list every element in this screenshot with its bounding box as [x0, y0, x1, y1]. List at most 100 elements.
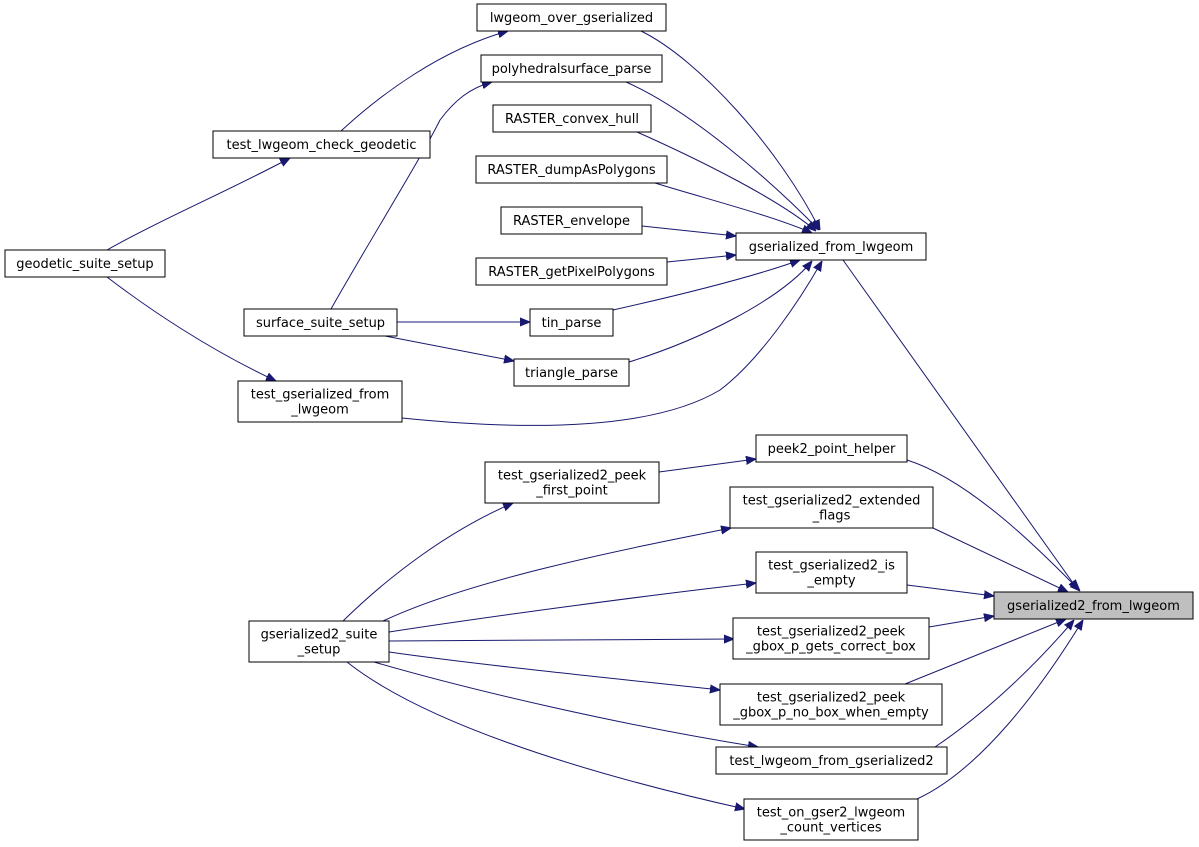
node-box [500, 206, 643, 235]
edge-RASTER_envelope-to-gserialized_from_lwgeom [641, 225, 736, 236]
edge-RASTER_convex_hull-to-gserialized_from_lwgeom [636, 131, 816, 231]
edge-triangle_parse-to-gserialized_from_lwgeom [628, 261, 812, 363]
node-gserialized_from_lwgeom[interactable]: gserialized_from_lwgeom [735, 232, 927, 261]
node-lwgeom_over_gserialized[interactable]: lwgeom_over_gserialized [476, 3, 667, 32]
node-box [993, 591, 1194, 620]
node-box [735, 232, 927, 261]
node-label: test_on_gser2_lwgeom [757, 806, 905, 821]
node-label: _setup [297, 643, 341, 658]
node-label: _count_vertices [779, 821, 882, 836]
edge-gserialized2_suite_setup-to-test_lwgeom_from_gserialized2 [373, 661, 758, 747]
node-tin_parse[interactable]: tin_parse [529, 308, 614, 337]
edge-gserialized2_suite_setup-to-test_gserialized2_extended_flags [382, 528, 731, 622]
node-label: _lwgeom [290, 403, 349, 418]
node-box [719, 683, 943, 726]
node-box [732, 617, 930, 660]
node-label: test_gserialized2_is [768, 559, 895, 574]
node-box [480, 54, 663, 83]
node-box [729, 486, 934, 529]
node-label: geodetic_suite_setup [16, 257, 153, 272]
node-box [237, 380, 403, 423]
edge-gserialized2_suite_setup-to-test_gserialized2_peek_gbox_p_gets_correct_box [388, 639, 734, 641]
node-test_gserialized_from_lwgeom[interactable]: test_gserialized_from_lwgeom [237, 380, 403, 423]
edge-surface_suite_setup-to-triangle_parse [384, 335, 514, 361]
node-test_gserialized2_is_empty[interactable]: test_gserialized2_is_empty [755, 551, 908, 594]
edge-test_gserialized2_peek_first_point-to-peek2_point_helper [658, 459, 756, 473]
node-box [755, 551, 908, 594]
node-box [475, 257, 668, 286]
edge-test_lwgeom_from_gserialized2-to-gserialized2_from_lwgeom [934, 620, 1074, 748]
edge-test_on_gser2_lwgeom_count_vertices-to-gserialized2_from_lwgeom [916, 620, 1083, 800]
node-label: lwgeom_over_gserialized [490, 11, 653, 26]
edge-gserialized2_suite_setup-to-test_gserialized2_is_empty [388, 583, 756, 633]
edge-RASTER_dumpAsPolygons-to-gserialized_from_lwgeom [654, 182, 812, 233]
node-box [248, 620, 390, 663]
node-peek2_point_helper[interactable]: peek2_point_helper [755, 434, 908, 463]
edge-test_gserialized2_peek_gbox_p_no_box_when_empty-to-gserialized2_from_lwgeom [904, 619, 1066, 685]
node-box [715, 746, 948, 775]
node-label: triangle_parse [525, 366, 618, 381]
edge-gserialized2_suite_setup-to-test_gserialized2_peek_gbox_p_no_box_when_empty [388, 651, 720, 690]
node-test_gserialized2_peek_first_point[interactable]: test_gserialized2_peek_first_point [484, 461, 660, 504]
edge-RASTER_getPixelPolygons-to-gserialized_from_lwgeom [666, 255, 736, 263]
node-box [475, 155, 668, 184]
edge-surface_suite_setup-to-polyhedralsurface_parse [330, 82, 492, 310]
node-test_on_gser2_lwgeom_count_vertices[interactable]: test_on_gser2_lwgeom_count_vertices [743, 798, 919, 841]
node-surface_suite_setup[interactable]: surface_suite_setup [243, 308, 398, 337]
edge-lwgeom_over_gserialized-to-gserialized_from_lwgeom [640, 30, 820, 230]
node-gserialized2_suite_setup[interactable]: gserialized2_suite_setup [248, 620, 390, 663]
edge-gserialized_from_lwgeom-to-gserialized2_from_lwgeom [842, 259, 1078, 590]
node-RASTER_convex_hull[interactable]: RASTER_convex_hull [492, 104, 652, 133]
node-test_gserialized2_extended_flags[interactable]: test_gserialized2_extended_flags [729, 486, 934, 529]
node-label: peek2_point_helper [768, 442, 896, 457]
nodes-layer: gserialized2_from_lwgeom lwgeom_over_gser… [4, 3, 1194, 841]
node-label: polyhedralsurface_parse [492, 62, 652, 77]
node-label: test_gserialized2_peek [757, 691, 906, 706]
edge-test_gserialized2_extended_flags-to-gserialized2_from_lwgeom [932, 527, 1068, 592]
node-RASTER_envelope[interactable]: RASTER_envelope [500, 206, 643, 235]
node-label: test_lwgeom_check_geodetic [227, 138, 417, 153]
node-label: gserialized2_from_lwgeom [1007, 599, 1180, 614]
node-label: _first_point [535, 484, 608, 499]
node-box [243, 308, 398, 337]
node-label: _gbox_p_gets_correct_box [745, 640, 916, 655]
node-box [484, 461, 660, 504]
node-label: test_lwgeom_from_gserialized2 [729, 754, 933, 769]
edge-polyhedralsurface_parse-to-gserialized_from_lwgeom [625, 81, 819, 230]
node-test_lwgeom_check_geodetic[interactable]: test_lwgeom_check_geodetic [212, 130, 431, 159]
edge-test_gserialized2_peek_gbox_p_gets_correct_box-to-gserialized2_from_lwgeom [928, 616, 994, 628]
node-RASTER_getPixelPolygons[interactable]: RASTER_getPixelPolygons [475, 257, 668, 286]
node-box [492, 104, 652, 133]
node-label: tin_parse [542, 316, 602, 331]
node-label: _flags [812, 509, 851, 524]
node-label: gserialized2_suite [261, 628, 378, 643]
node-box [212, 130, 431, 159]
node-label: _gbox_p_no_box_when_empty [732, 706, 929, 721]
node-box [529, 308, 614, 337]
edge-tin_parse-to-gserialized_from_lwgeom [612, 260, 800, 311]
node-triangle_parse[interactable]: triangle_parse [513, 358, 630, 387]
node-RASTER_dumpAsPolygons[interactable]: RASTER_dumpAsPolygons [475, 155, 668, 184]
node-label: test_gserialized_from [251, 388, 389, 403]
edge-gserialized2_suite_setup-to-test_on_gser2_lwgeom_count_vertices [346, 661, 745, 809]
node-polyhedralsurface_parse[interactable]: polyhedralsurface_parse [480, 54, 663, 83]
edge-test_gserialized_from_lwgeom-to-gserialized_from_lwgeom [401, 261, 822, 426]
node-label: gserialized_from_lwgeom [749, 240, 914, 255]
edge-peek2_point_helper-to-gserialized2_from_lwgeom [906, 459, 1080, 591]
edge-test_gserialized2_is_empty-to-gserialized2_from_lwgeom [906, 584, 994, 596]
edge-gserialized2_suite_setup-to-test_gserialized2_peek_first_point [342, 503, 513, 622]
node-test_lwgeom_from_gserialized2[interactable]: test_lwgeom_from_gserialized2 [715, 746, 948, 775]
edge-geodetic_suite_setup-to-test_gserialized_from_lwgeom [106, 276, 276, 381]
node-box [755, 434, 908, 463]
node-gserialized2_from_lwgeom[interactable]: gserialized2_from_lwgeom [993, 591, 1194, 620]
node-label: RASTER_dumpAsPolygons [487, 163, 655, 178]
node-geodetic_suite_setup[interactable]: geodetic_suite_setup [4, 249, 166, 278]
node-box [743, 798, 919, 841]
node-test_gserialized2_peek_gbox_p_gets_correct_box[interactable]: test_gserialized2_peek_gbox_p_gets_corre… [732, 617, 930, 660]
node-box [4, 249, 166, 278]
node-test_gserialized2_peek_gbox_p_no_box_when_empty[interactable]: test_gserialized2_peek_gbox_p_no_box_whe… [719, 683, 943, 726]
edge-test_lwgeom_check_geodetic-to-lwgeom_over_gserialized [340, 31, 508, 132]
node-label: _empty [806, 574, 856, 589]
node-box [476, 3, 667, 32]
